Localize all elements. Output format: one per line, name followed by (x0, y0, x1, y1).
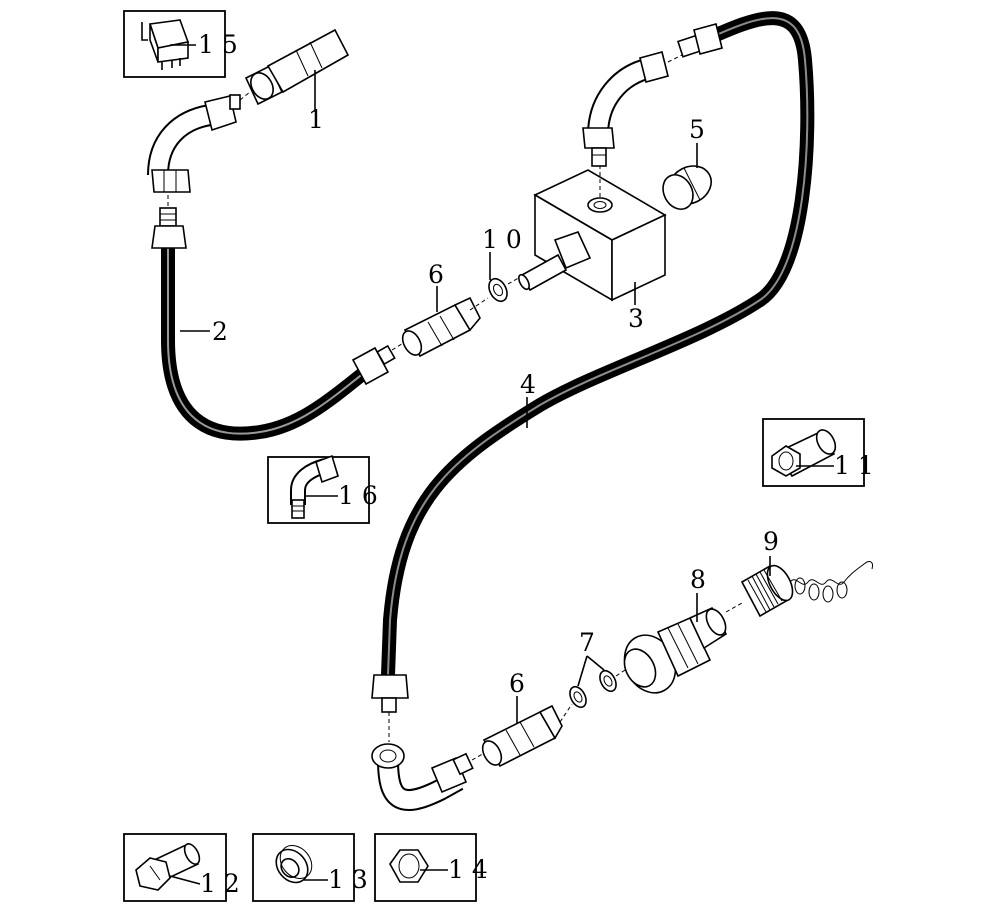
hose-4 (381, 11, 815, 676)
plug-part-5 (662, 165, 712, 210)
inset-box-16: 1 6 (267, 454, 378, 524)
label-part-6-lower: 6 (509, 669, 525, 698)
elbow-fitting-upper-left (147, 94, 241, 193)
label-part-10: 1 0 (482, 225, 522, 254)
hose-end-fitting-top-of-hose-2 (151, 207, 187, 249)
washers-part-7 (569, 669, 617, 709)
label-box-13: 1 3 (328, 865, 368, 894)
quick-coupling-part-6-lower (481, 704, 563, 768)
dust-cap-part-9 (740, 561, 873, 618)
label-box-14: 1 4 (448, 855, 488, 884)
label-part-1: 1 (308, 105, 324, 134)
elbow-fitting-lower (371, 743, 474, 811)
label-part-5: 5 (689, 115, 705, 144)
label-box-12: 1 2 (200, 869, 240, 898)
label-part-6-upper: 6 (428, 260, 444, 289)
elbow-fitting-upper-middle (582, 51, 669, 167)
washer-part-10 (488, 277, 508, 303)
inset-box-12: 1 2 (123, 833, 240, 902)
label-part-4: 4 (520, 370, 536, 399)
label-part-7: 7 (579, 628, 595, 657)
inset-box-14: 1 4 (374, 833, 488, 902)
label-box-15: 1 5 (198, 30, 238, 59)
inset-box-11: 1 1 (762, 418, 874, 487)
label-box-16: 1 6 (338, 481, 378, 510)
valve-block-part-3 (518, 169, 667, 302)
hose-2 (161, 245, 375, 441)
quick-coupling-part-6-upper (401, 296, 481, 358)
hose-end-fitting-top-of-hose-4 (677, 23, 723, 58)
label-part-3: 3 (628, 304, 644, 333)
label-part-9: 9 (763, 527, 779, 556)
hose-end-fitting-bottom-of-hose-4 (371, 674, 409, 713)
adapter-part-1 (244, 28, 350, 106)
inset-box-13: 1 3 (252, 833, 368, 902)
label-part-8: 8 (690, 565, 706, 594)
label-part-2: 2 (212, 317, 228, 346)
hose-end-fitting-bottom-of-hose-2 (351, 344, 396, 386)
inset-box-15: 1 5 (123, 10, 238, 78)
label-box-11: 1 1 (834, 451, 874, 480)
bulkhead-coupling-part-8 (623, 606, 728, 694)
